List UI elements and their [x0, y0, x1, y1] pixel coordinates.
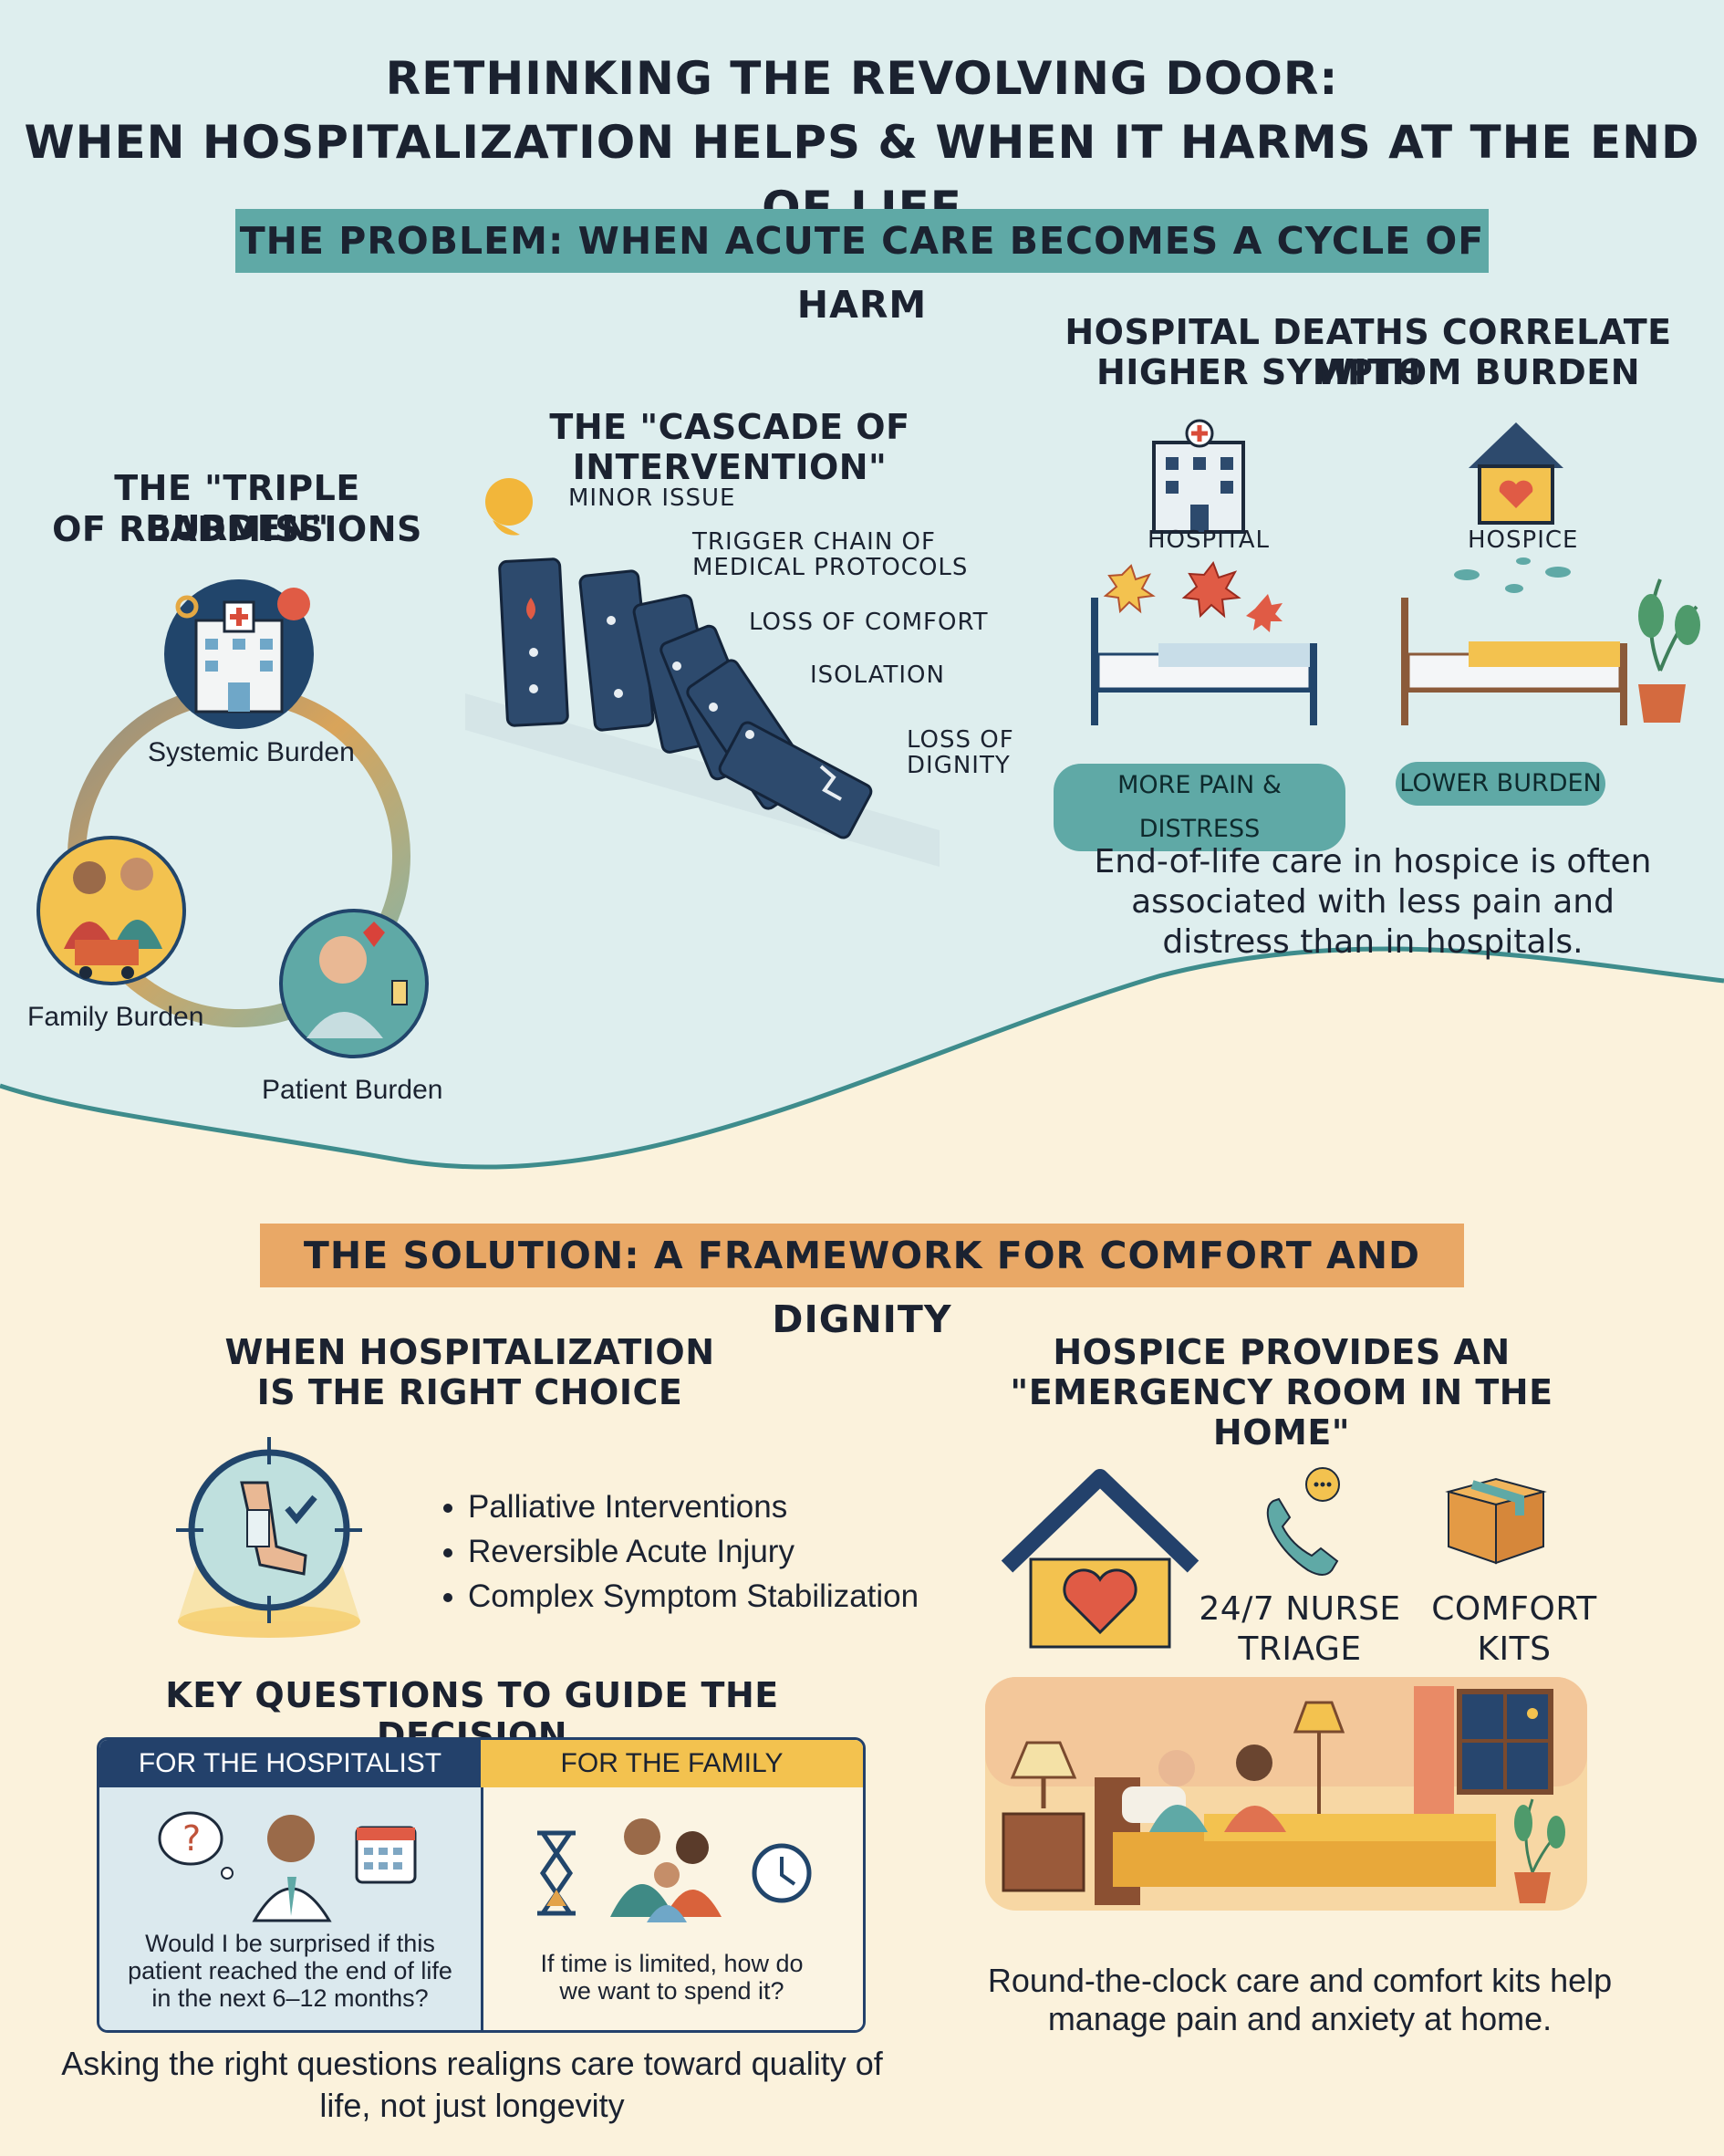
svg-text:?: ?: [182, 1818, 201, 1859]
er-home-icons: [1001, 1467, 1547, 1649]
right-choice-list: Palliative Interventions Reversible Acut…: [433, 1484, 944, 1619]
cascade-step-dignity-1: LOSS OF: [907, 726, 1014, 754]
phone-chat-icon: [1266, 1467, 1340, 1576]
nurse-triage-label-1: 24/7 NURSE: [1199, 1590, 1401, 1628]
comfort-kit-box-icon: [1445, 1477, 1547, 1565]
er-home-heading-1: HOSPICE PROVIDES AN: [1053, 1332, 1511, 1372]
hospital-vs-hospice-illustration: [1091, 419, 1700, 725]
deaths-body-1: End-of-life care in hospice is often: [1094, 843, 1652, 880]
page-title-line1: RETHINKING THE REVOLVING DOOR:: [385, 52, 1339, 105]
patient-in-bed-icon: [1149, 1750, 1208, 1832]
patient-burden-icon: [279, 909, 429, 1058]
cascade-step-loss-of-comfort: LOSS OF COMFORT: [749, 609, 989, 636]
doctor-thinking-icon: ?: [158, 1811, 417, 1922]
nurse-triage-label-2: TRIAGE: [1238, 1630, 1362, 1668]
caregiver-icon: [1224, 1745, 1286, 1832]
hospitalist-question-2: patient reached the end of life: [128, 1957, 452, 1984]
right-choice-heading-1: WHEN HOSPITALIZATION: [224, 1332, 715, 1372]
cascade-step-dignity-2: DIGNITY: [907, 752, 1011, 779]
potted-plant-icon: [1514, 1798, 1565, 1903]
solution-banner: THE SOLUTION: A FRAMEWORK FOR COMFORT AN…: [260, 1224, 1464, 1341]
home-care-scene: [985, 1677, 1587, 1911]
triple-burden-heading-1: THE "TRIPLE BURDEN": [114, 468, 360, 548]
cascade-step-isolation: ISOLATION: [810, 661, 945, 689]
cascade-heading: THE "CASCADE OF INTERVENTION": [549, 407, 910, 487]
hospital-label: HOSPITAL: [1148, 526, 1271, 554]
nightstand: [1002, 1812, 1085, 1892]
family-time-icon: [537, 1818, 812, 1922]
window-icon: [1457, 1689, 1553, 1795]
hospital-building-icon: [1152, 419, 1245, 534]
lamp-icon: [1010, 1701, 1345, 1859]
questions-footnote-1: Asking the right questions realigns care…: [61, 2045, 883, 2082]
questions-card: FOR THE HOSPITALIST FOR THE FAMILY ? Wou…: [97, 1737, 866, 2033]
er-home-footnote-1: Round-the-clock care and comfort kits he…: [987, 1962, 1613, 1999]
pain-starburst-icon: [1103, 560, 1283, 632]
deaths-body-2: associated with less pain and: [1131, 883, 1615, 921]
comfort-kits-label-2: KITS: [1477, 1630, 1552, 1668]
cascade-step-minor-issue: MINOR ISSUE: [568, 484, 736, 512]
family-question-1: If time is limited, how do: [540, 1950, 804, 1977]
head-thought-icon: [485, 478, 533, 536]
domino-cascade: [465, 478, 940, 867]
family-burden-label: Family Burden: [27, 1002, 204, 1032]
triple-burden-heading-2: OF READMISSIONS: [52, 509, 422, 549]
triple-burden-cycle: [36, 579, 429, 1058]
domino-6: [718, 721, 873, 839]
systemic-burden-icon: [164, 579, 314, 729]
deaths-body-3: distress than in hospitals.: [1162, 923, 1584, 961]
clock-icon: [752, 1843, 812, 1903]
family-label: FOR THE FAMILY: [481, 1740, 863, 1787]
deaths-heading-1: HOSPITAL DEATHS CORRELATE WITH: [1065, 312, 1672, 392]
bullet-reversible: Reversible Acute Injury: [468, 1529, 944, 1574]
plant-icon: [1638, 578, 1700, 723]
hospice-house-icon: [1469, 422, 1563, 525]
er-home-heading-2: "EMERGENCY ROOM IN THE HOME": [1010, 1372, 1553, 1453]
hourglass-icon: [537, 1830, 576, 1916]
comfort-kits-label-1: COMFORT: [1431, 1590, 1597, 1628]
er-home-footnote-2: manage pain and anxiety at home.: [1047, 2000, 1553, 2037]
page-title-line2: WHEN HOSPITALIZATION HELPS & WHEN IT HAR…: [24, 116, 1700, 234]
patient-burden-label: Patient Burden: [262, 1075, 443, 1105]
problem-banner: THE PROBLEM: WHEN ACUTE CARE BECOMES A C…: [235, 209, 1489, 327]
cascade-step-trigger-1: TRIGGER CHAIN OF: [692, 528, 936, 556]
family-question-2: we want to spend it?: [559, 1977, 784, 2005]
hospice-bed-icon: [1401, 598, 1627, 725]
systemic-burden-label: Systemic Burden: [148, 737, 355, 767]
right-choice-heading-2: IS THE RIGHT CHOICE: [256, 1372, 683, 1412]
deaths-heading-2: HIGHER SYMPTOM BURDEN: [1096, 352, 1641, 392]
hospitalist-label: FOR THE HOSPITALIST: [99, 1740, 481, 1787]
more-pain-badge: MORE PAIN & DISTRESS: [1054, 764, 1345, 851]
domino-1: [498, 557, 569, 727]
hospice-label: HOSPICE: [1468, 526, 1579, 554]
injury-target-icon: [176, 1437, 362, 1638]
family-burden-icon: [36, 836, 186, 985]
hospitalist-question-3: in the next 6–12 months?: [151, 1984, 429, 2012]
lower-burden-badge: LOWER BURDEN: [1396, 762, 1605, 806]
hospitalist-question-1: Would I be surprised if this: [145, 1930, 435, 1957]
questions-footnote-2: life, not just longevity: [319, 2087, 625, 2124]
bullet-palliative: Palliative Interventions: [468, 1484, 944, 1529]
bullet-complex: Complex Symptom Stabilization: [468, 1574, 944, 1619]
cascade-step-trigger-2: MEDICAL PROTOCOLS: [692, 554, 969, 581]
home-heart-icon: [1001, 1469, 1200, 1649]
